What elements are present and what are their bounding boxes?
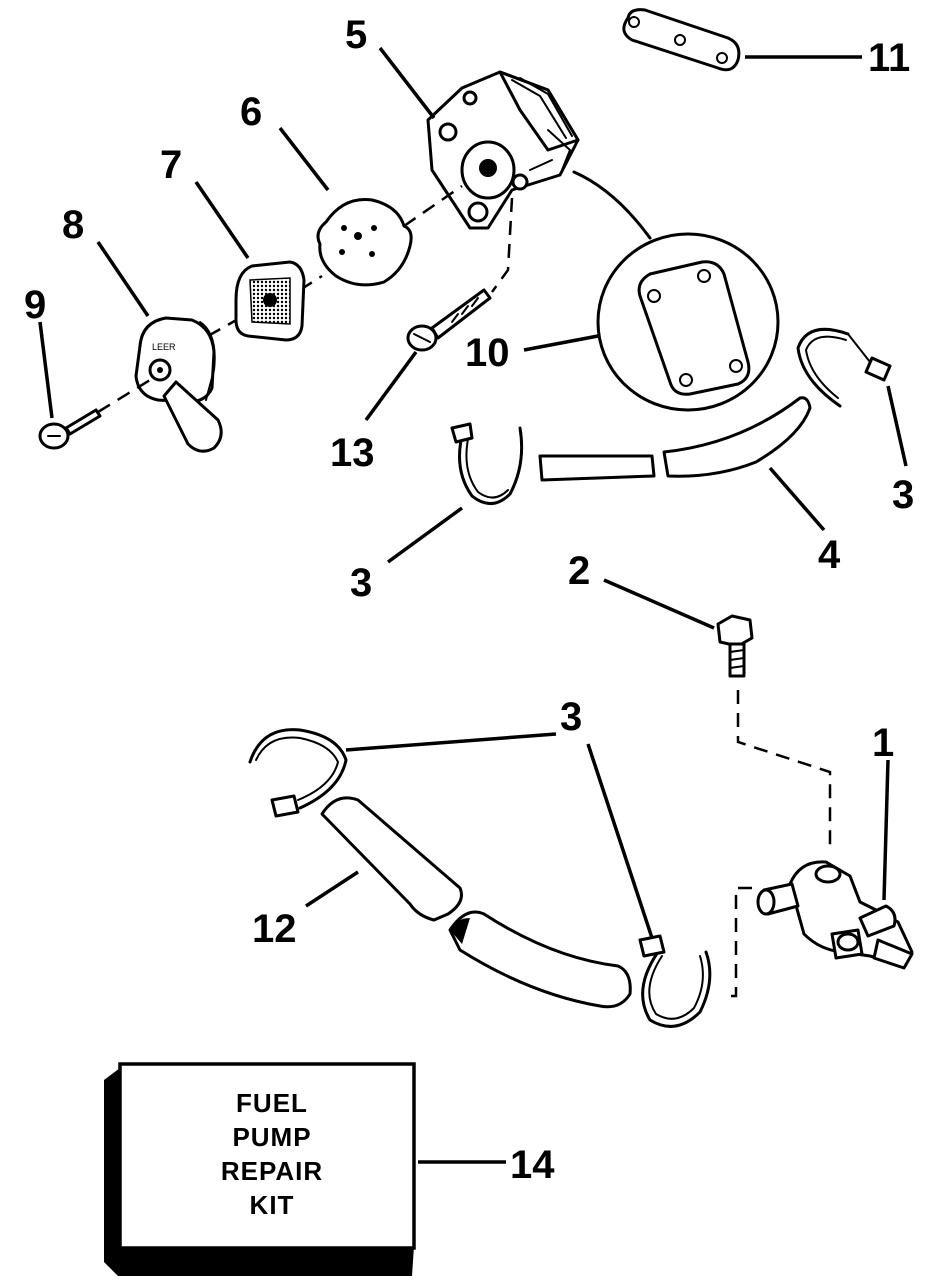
leader-1 — [882, 759, 890, 901]
assembly-axis-1 — [722, 886, 752, 998]
callout-5: 5 — [345, 13, 367, 57]
callout-1: 1 — [872, 721, 894, 765]
assembly-axis-13 — [490, 197, 514, 293]
callout-9: 9 — [24, 283, 46, 327]
kit-label-line-2: PUMP — [232, 1122, 311, 1152]
callout-12: 12 — [252, 907, 297, 951]
callout-4: 4 — [818, 533, 841, 577]
part-6-valve-plate — [316, 197, 413, 287]
callout-8: 8 — [62, 203, 84, 247]
svg-text:LEER: LEER — [152, 342, 176, 352]
leader-8 — [96, 241, 150, 317]
leader-3c-right — [586, 743, 654, 939]
part-3-clamp-upper-left — [450, 422, 524, 505]
part-7-diaphragm — [234, 260, 306, 342]
part-14-repair-kit-box: FUEL PUMP REPAIR KIT — [104, 1062, 416, 1276]
leader-10 — [523, 334, 599, 352]
leader-4 — [768, 466, 826, 532]
kit-label-line-4: KIT — [250, 1190, 295, 1220]
pulse-line — [572, 170, 652, 240]
leader-3b — [886, 385, 908, 467]
part-12-hose — [320, 796, 632, 1009]
assembly-axis-9 — [97, 378, 151, 414]
callout-7: 7 — [160, 143, 182, 187]
leader-12 — [305, 870, 359, 908]
leader-5 — [378, 46, 436, 120]
part-3-clamp-upper-right — [796, 327, 892, 408]
callout-3b: 3 — [892, 473, 914, 517]
assembly-axis-2 — [736, 690, 832, 852]
callout-3a: 3 — [350, 561, 372, 605]
part-13-screw — [406, 288, 492, 352]
part-3-clamp-lower-right — [638, 934, 712, 1028]
part-2-screw — [716, 614, 754, 678]
part-3-clamp-lower-left — [248, 728, 348, 818]
leader-2 — [603, 578, 715, 630]
part-9-screw — [38, 408, 102, 450]
leader-3c-left — [345, 732, 557, 752]
callout-6: 6 — [240, 90, 262, 134]
part-8-cover: LEER — [134, 316, 223, 453]
callout-14: 14 — [510, 1143, 555, 1187]
part-5-pump-body — [426, 70, 580, 230]
callout-13: 13 — [330, 431, 375, 475]
callout-11: 11 — [868, 36, 910, 80]
part-11-gasket-plate — [622, 8, 741, 72]
callout-3c: 3 — [560, 695, 582, 739]
part-4-hose — [538, 396, 812, 482]
leader-7 — [194, 181, 250, 259]
part-10-gasket — [596, 232, 780, 412]
leader-9 — [38, 321, 54, 419]
leader-3a — [386, 506, 464, 564]
part-1-fuel-connector — [756, 860, 914, 970]
callout-10: 10 — [465, 331, 510, 375]
callout-2: 2 — [568, 549, 590, 593]
kit-label-line-3: REPAIR — [221, 1156, 323, 1186]
kit-label-line-1: FUEL — [236, 1088, 308, 1118]
leader-6 — [278, 126, 330, 192]
leader-13 — [364, 350, 418, 422]
